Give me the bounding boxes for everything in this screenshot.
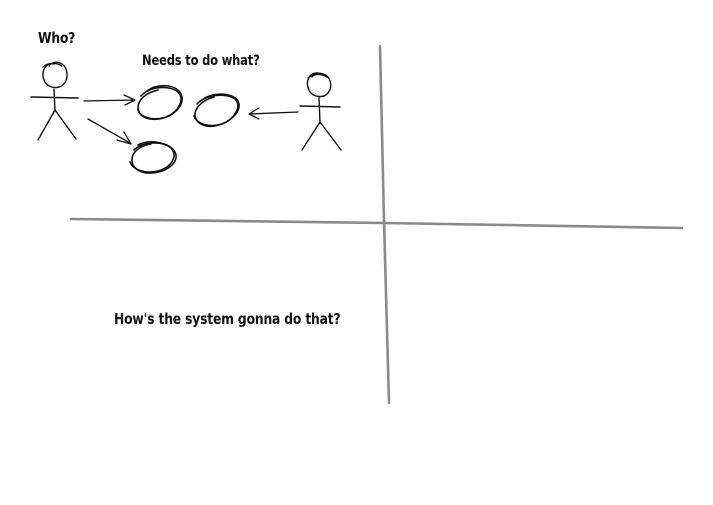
stick-figure-left [30, 61, 79, 141]
quadrant-dividers [69, 44, 684, 405]
who-label: Who? [38, 29, 76, 47]
use-case-ellipse-2 [193, 93, 240, 128]
how-label: How's the system gonna do that? [114, 310, 341, 328]
use-case-ellipse-1 [137, 84, 183, 121]
arrow-right-actor-to-ellipse-2 [248, 107, 299, 120]
arrow-left-actor-to-ellipse-3 [87, 118, 132, 145]
stick-figure-right [299, 72, 342, 151]
needs-label: Needs to do what? [142, 53, 260, 69]
use-case-ellipse-3 [129, 141, 177, 174]
arrow-left-actor-to-ellipse-1 [83, 94, 136, 106]
vertical-divider-line [378, 44, 391, 405]
horizontal-divider-line [69, 217, 684, 230]
